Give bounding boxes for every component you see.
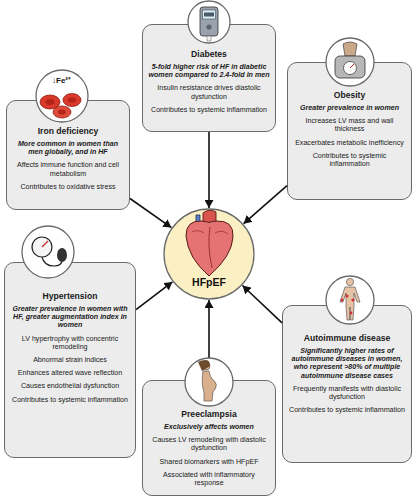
risk-factor-box: HypertensionGreater prevalence in women … xyxy=(4,262,136,458)
figure-hair xyxy=(198,360,210,371)
box-point: Contributes to systemic inflammation xyxy=(10,396,130,404)
red-cell-center xyxy=(58,109,66,114)
red-cell-center xyxy=(46,99,55,105)
hfpef-hub: HFpEF xyxy=(163,208,255,300)
box-point: Insulin resistance drives diastolic dysf… xyxy=(148,84,270,100)
arrow-connector xyxy=(244,186,287,224)
human-figure-icon xyxy=(326,276,374,324)
figure-body xyxy=(202,371,216,401)
box-highlight: Greater prevalence in women xyxy=(293,104,406,112)
meter-body xyxy=(200,7,218,36)
inflamed-spot xyxy=(350,312,353,315)
risk-factor-box: Diabetes 5-fold higher risk of HF in diab… xyxy=(142,24,276,132)
figure-body xyxy=(340,287,360,320)
pump-bulb xyxy=(57,248,67,262)
heart-vessel xyxy=(215,231,228,234)
risk-factor-box: ObesityGreater prevalence in womenIncrea… xyxy=(287,62,412,200)
gauge-needle xyxy=(42,241,48,247)
glucometer-icon xyxy=(188,1,230,43)
icon-circle xyxy=(185,358,233,406)
icon-circle xyxy=(188,1,230,43)
box-point: Affects immune function and cell metabol… xyxy=(12,161,124,177)
box-point: Contributes to systemic inflammation xyxy=(293,152,406,168)
arrow-connector xyxy=(208,300,210,380)
box-heading: Iron deficiency xyxy=(12,127,124,137)
arrow-connector xyxy=(208,132,210,208)
box-point: Shared biomarkers with HFpEF xyxy=(148,458,270,466)
scale-icon xyxy=(326,38,374,86)
heart-shape xyxy=(186,221,233,276)
inflamed-spot xyxy=(345,294,348,297)
vena-cava xyxy=(196,215,200,224)
red-cells-icon xyxy=(36,70,88,122)
box-point: LV hypertrophy with concentric remodelin… xyxy=(10,335,130,351)
risk-factor-box: PreeclampsiaExclusively affects womenCau… xyxy=(142,380,276,496)
test-strip xyxy=(207,36,211,41)
box-point: Contributes to oxidative stress xyxy=(12,183,124,191)
hub-title: HFpEF xyxy=(168,276,250,288)
box-point: Contributes to systemic inflammation xyxy=(288,406,406,414)
dial-needle xyxy=(350,64,354,68)
aorta xyxy=(203,210,216,222)
legs-figure xyxy=(343,42,357,56)
box-point: Enhances altered wave reflection xyxy=(10,369,130,377)
inflamed-spot xyxy=(351,298,354,301)
box-heading: Hypertension xyxy=(10,292,130,302)
box-highlight: 5-fold higher risk of HF in diabetic wom… xyxy=(148,63,270,79)
box-point: Causes endothelial dysfunction xyxy=(10,382,130,390)
scale-body xyxy=(335,56,365,78)
iron-symbol: ↓Fe²⁺ xyxy=(52,74,71,85)
figure-head xyxy=(346,278,353,285)
box-heading: Autoimmune disease xyxy=(288,334,406,344)
heart-vessel xyxy=(192,231,204,233)
box-heading: Obesity xyxy=(293,91,406,101)
risk-factor-box: Iron deficiencyMore common in women than… xyxy=(6,100,130,210)
icon-circle xyxy=(22,226,74,278)
gauge-tube xyxy=(42,257,62,266)
red-cell-center xyxy=(68,97,76,103)
box-highlight: Significantly higher rates of autoimmune… xyxy=(288,347,406,380)
arrow-connector xyxy=(136,282,172,310)
gauge-face xyxy=(32,237,52,257)
icon-circle xyxy=(326,38,374,86)
box-point: Abnormal strain indices xyxy=(10,356,130,364)
arrow-connector xyxy=(130,199,171,228)
red-cell xyxy=(53,106,71,118)
meter-digits xyxy=(204,13,214,17)
heart-septum xyxy=(209,227,212,268)
figure-head xyxy=(202,362,210,370)
red-cell xyxy=(63,94,81,107)
meter-screen xyxy=(203,10,216,19)
box-heading: Preeclampsia xyxy=(148,410,270,420)
box-point: Increases LV mass and wall thickness xyxy=(293,117,406,133)
box-point: Exacerbates metabolic inefficiency xyxy=(293,139,406,147)
box-point: Contributes to systemic inflammation xyxy=(148,106,270,114)
icon-circle xyxy=(36,70,88,122)
arrow-connector xyxy=(243,286,283,323)
meter-button xyxy=(206,24,211,29)
scale-dial xyxy=(344,62,357,75)
box-point: Frequently manifests with diastolic dysf… xyxy=(288,385,406,401)
box-highlight: More common in women than men globally, … xyxy=(12,140,124,156)
risk-factor-box: Autoimmune diseaseSignificantly higher r… xyxy=(282,305,412,463)
hub-outline xyxy=(164,209,254,299)
heart-illustration xyxy=(186,210,233,276)
icon-circle xyxy=(326,276,374,324)
box-highlight: Exclusively affects women xyxy=(148,423,270,431)
box-point: Causes LV remodeling with diastolic dysf… xyxy=(148,436,270,452)
box-heading: Diabetes xyxy=(148,50,270,60)
blood-pressure-icon xyxy=(22,226,74,278)
pregnant-woman-icon xyxy=(185,358,233,406)
red-cell xyxy=(40,95,60,109)
inflamed-spot xyxy=(341,299,344,302)
box-highlight: Greater prevalence in women with HF, gre… xyxy=(10,305,130,330)
box-point: Associated with inflammatory response xyxy=(148,471,270,487)
